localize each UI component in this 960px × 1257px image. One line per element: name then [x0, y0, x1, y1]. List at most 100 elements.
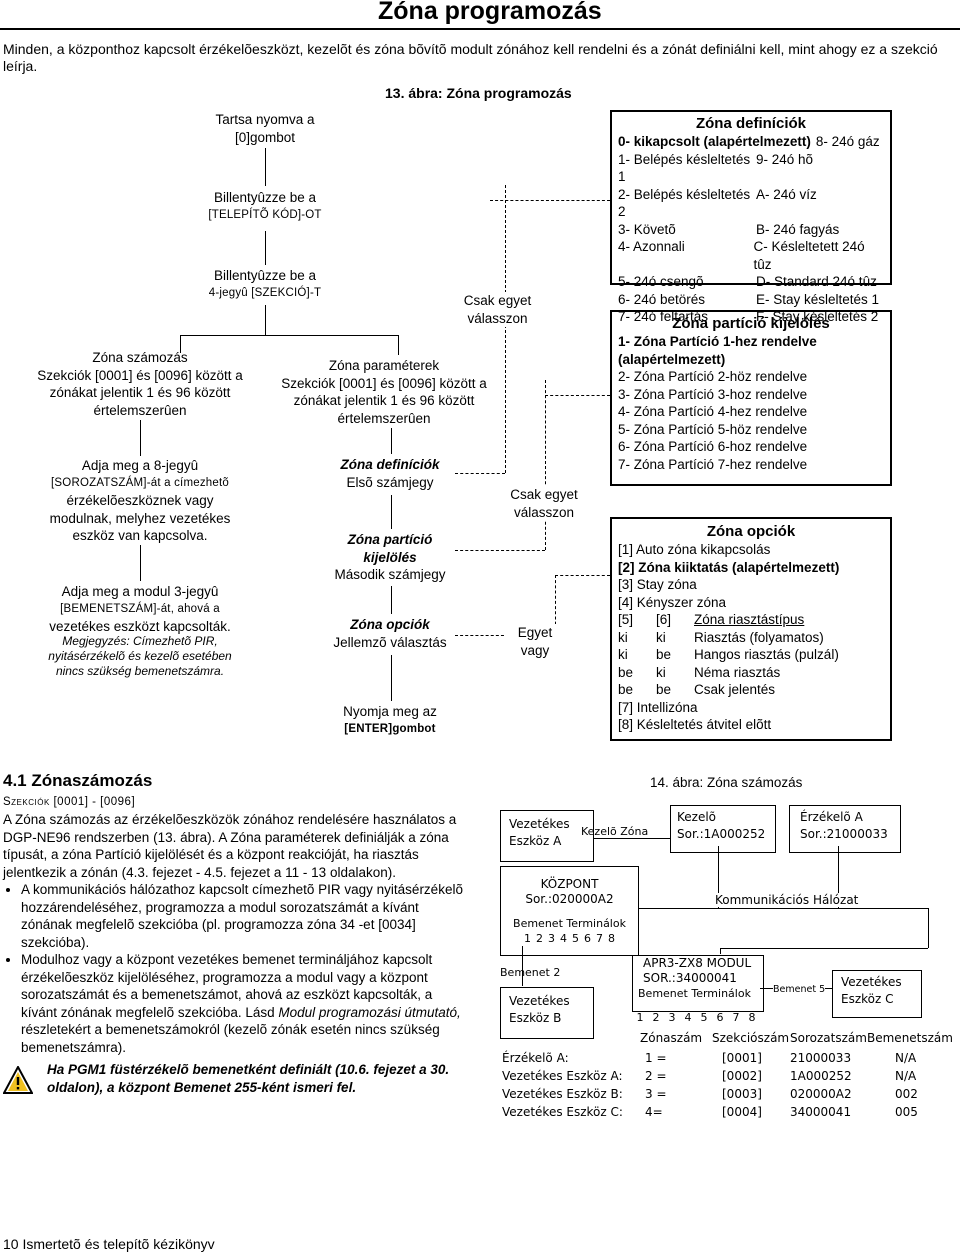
dashed-connector [545, 380, 546, 550]
connector [180, 335, 398, 336]
zone-definition-item: E- Stay késleltetés 1 [756, 291, 880, 307]
wired-device-c: Vezetékes Eszköz C [832, 970, 922, 1018]
terminal-number: 1 [636, 1011, 644, 1024]
alarm-type: Csak jelentés [694, 682, 776, 697]
zone-definition-item: C- Késleltetett 24ó tûz [753, 239, 865, 272]
mapping-cell: 005 [895, 1105, 918, 1119]
alarm-bit: be [618, 682, 634, 697]
connector [718, 846, 719, 908]
dashed-connector [505, 185, 506, 473]
zone-parameters: Zóna paraméterek Szekciók [0001] és [009… [281, 358, 487, 426]
title-bar: Zóna programozás [0, 0, 960, 30]
mapping-cell: [0003] [722, 1087, 762, 1101]
section-bullets: A kommunikációs hálózathoz kapcsolt címe… [3, 881, 463, 1056]
choose-one-label: Csak egyet válasszon [500, 486, 588, 521]
dashed-connector [455, 473, 505, 474]
connector [391, 495, 392, 529]
input-5-label: Bemenet 5 [773, 984, 826, 995]
device-name: Vezetékes Eszköz C: [502, 1105, 623, 1119]
connector [265, 148, 266, 186]
zone-definition-item: 3- Követõ [618, 221, 676, 237]
keypad-zone-label: Kezelõ Zóna [581, 825, 649, 838]
figure-14-caption: 14. ábra: Zóna számozás [650, 775, 803, 790]
terminal-number: 8 [608, 932, 615, 945]
dashed-connector [555, 575, 556, 635]
zone-numbering: Zóna számozás Szekciók [0001] és [0096] … [37, 350, 243, 418]
zone-definition-item: B- 24ó fagyás [756, 221, 840, 237]
zone-partition-item: 6- Zóna Partíció 6-hoz rendelve [618, 439, 808, 454]
connector [928, 908, 929, 948]
step-hold-zero: Tartsa nyomva a [0]gombot [215, 112, 315, 145]
alarm-type: Hangos riasztás (pulzál) [694, 647, 839, 662]
dashed-connector [490, 200, 610, 201]
terminal-number: 3 [548, 932, 555, 945]
terminal-number: 8 [748, 1011, 756, 1024]
mapping-cell: 4= [645, 1105, 663, 1119]
press-enter-step: Nyomja meg az [ENTER]gombot [343, 704, 437, 735]
zone-options-box: Zóna opciók [1] Auto zóna kikapcsolás [2… [610, 517, 892, 741]
connector [594, 838, 670, 839]
title-rule [0, 28, 960, 30]
section-heading: 4.1 Zónaszámozás [3, 771, 153, 790]
mapping-cell: 1A000252 [790, 1069, 852, 1083]
dashed-connector [455, 550, 545, 551]
expansion-module: APR3-ZX8 MODUL SOR.:34000041 Bemenet Ter… [632, 955, 764, 1012]
zone-options-step: Zóna opciók Jellemzõ választás [333, 617, 447, 650]
connector [720, 948, 928, 949]
input-2-label: Bemenet 2 [500, 966, 561, 979]
device-name: Vezetékes Eszköz A: [502, 1069, 623, 1083]
choose-one-label: Csak egyet válasszon [455, 292, 540, 327]
mapping-cell: 1 = [645, 1051, 667, 1065]
mapping-cell: N/A [895, 1051, 917, 1065]
alarm-bit: ki [656, 629, 666, 645]
terminal-number: 4 [560, 932, 567, 945]
dashed-connector [545, 395, 610, 396]
alarm-type: Néma riasztás [694, 664, 781, 680]
connector [140, 420, 141, 456]
bullet-item: Modulhoz vagy a központ vezetékes bemene… [21, 951, 463, 1056]
mapping-cell: [0001] [722, 1051, 762, 1065]
connector [391, 655, 392, 701]
mapping-cell: 2 = [645, 1069, 667, 1083]
zone-partition-item: 5- Zóna Partíció 5-höz rendelve [618, 421, 808, 437]
zone-definition-item: 1- Belépés késleltetés 1 [618, 151, 751, 185]
zone-definitions-box: Zóna definíciók 0- kikapcsolt (alapértel… [610, 110, 892, 324]
terminal-number: 5 [572, 932, 579, 945]
terminal-number: 7 [732, 1011, 740, 1024]
network-label: Kommunikációs Hálózat [713, 893, 861, 907]
zone-definition-item: 7- 24ó feltartás [618, 309, 709, 324]
intro-text: Minden, a központhoz kapcsolt érzékelões… [3, 41, 938, 74]
zone-partition-step: Zóna partíció kijelölés Második számjegy [334, 532, 446, 582]
alarm-type-row: be be Csak jelentés [618, 681, 884, 699]
zone-definition-item: 4- Azonnali [618, 239, 685, 254]
terminal-number: 7 [596, 932, 603, 945]
connector [398, 335, 399, 355]
connector [638, 908, 928, 909]
zone-partition-item: 7- Zóna Partíció 7-hez rendelve [618, 456, 808, 472]
zone-definition-item: 6- 24ó betörés [618, 291, 706, 307]
terminal-number: 6 [716, 1011, 724, 1024]
zone-definitions-row: 4- Azonnali C- Késleltetett 24ó tûz [618, 238, 884, 273]
alarm-bit: be [656, 682, 672, 697]
mapping-cell: [0002] [722, 1069, 762, 1083]
sensor-a: Érzékelõ A Sor.:21000033 [789, 805, 901, 853]
mapping-cell: 002 [895, 1087, 918, 1101]
mapping-cell: N/A [895, 1069, 917, 1083]
keypad: Kezelõ Sor.:1A000252 [670, 805, 776, 853]
zone-definition-item: A- 24ó víz [756, 186, 817, 202]
zone-definition-item: D- Standard 24ó tûz [756, 274, 877, 289]
alarm-bit: be [656, 647, 672, 662]
terminal-number: 5 [700, 1011, 708, 1024]
terminal-number: 6 [584, 932, 591, 945]
module-note: Megjegyzés: Címezhetõ PIR, nyitásérzékel… [48, 634, 232, 678]
zone-definitions-row: 3- Követõ B- 24ó fagyás [618, 221, 884, 239]
terminal-number: 2 [536, 932, 543, 945]
wired-device-b: Vezetékes Eszköz B [500, 987, 594, 1039]
